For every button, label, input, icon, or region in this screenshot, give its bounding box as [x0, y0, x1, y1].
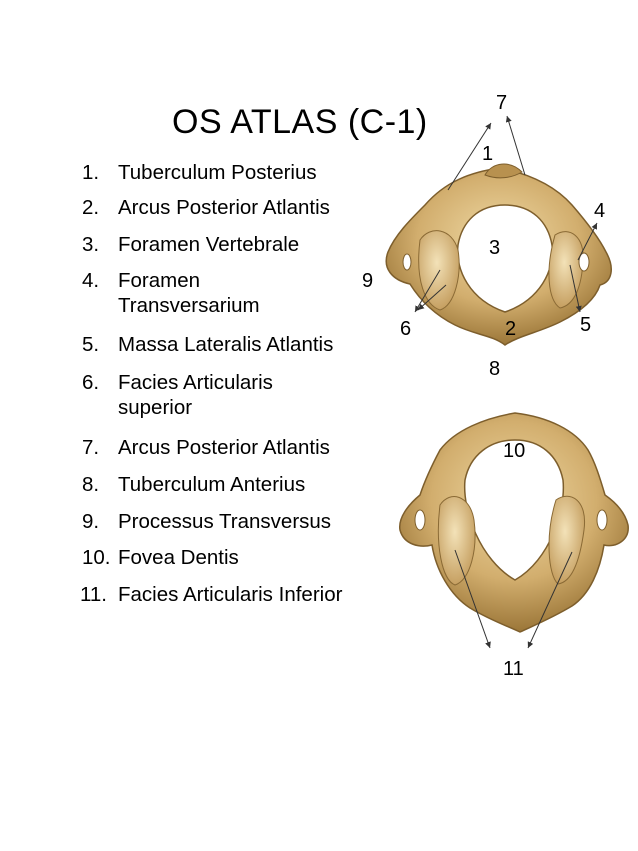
arrow-6b [417, 284, 447, 311]
legend-number: 1. [82, 161, 100, 184]
legend-text: Facies Articularis superior [118, 371, 273, 419]
arrow-7a [447, 122, 492, 191]
legend-text: Foramen Vertebrale [118, 233, 300, 256]
label-8: 8 [489, 358, 501, 380]
legend-number: 9. [82, 510, 100, 533]
label-10: 10 [503, 440, 526, 462]
legend-number: 2. [82, 196, 100, 219]
arrow-11a [454, 549, 491, 649]
legend-number: 4. [82, 269, 100, 292]
legend-number: 11. [80, 583, 107, 606]
page-title: OS ATLAS (C-1) [172, 103, 428, 141]
label-6: 6 [400, 318, 412, 340]
leader-arrows [414, 115, 598, 649]
arrow-4 [577, 222, 598, 261]
arrow-5 [569, 264, 582, 313]
legend-number: 7. [82, 436, 100, 459]
arrow-7b [505, 115, 526, 176]
label-4: 4 [594, 200, 606, 222]
label-2: 2 [505, 318, 517, 340]
legend-text: Foramen Transversarium [118, 269, 260, 317]
legend-number: 10. [82, 546, 111, 569]
legend-text: Processus Transversus [118, 510, 332, 533]
legend-text: Tuberculum Posterius [118, 161, 317, 184]
legend-text: Tuberculum Anterius [118, 473, 306, 496]
legend-text: Arcus Posterior Atlantis [118, 196, 330, 219]
label-7: 7 [496, 92, 508, 114]
label-5: 5 [580, 314, 592, 336]
legend-number: 8. [82, 473, 100, 496]
legend-text: Arcus Posterior Atlantis [118, 436, 330, 459]
label-1: 1 [482, 143, 494, 165]
legend-number: 5. [82, 333, 100, 356]
label-11: 11 [503, 658, 524, 680]
atlas-inferior-view [399, 412, 629, 633]
atlas-superior-view [385, 163, 612, 346]
legend-text: Facies Articularis Inferior [118, 583, 343, 606]
arrow-11b [527, 551, 573, 649]
legend-number: 6. [82, 371, 100, 394]
legend-text: Fovea Dentis [118, 546, 239, 569]
legend-number: 3. [82, 233, 100, 256]
label-9: 9 [362, 270, 374, 292]
label-3: 3 [489, 237, 501, 259]
legend-text: Massa Lateralis Atlantis [118, 333, 334, 356]
